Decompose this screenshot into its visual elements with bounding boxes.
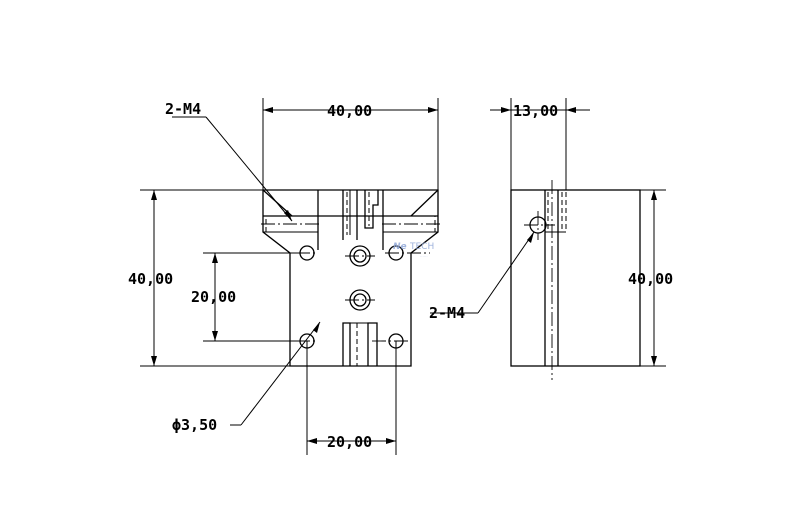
front-view-dimensions: 40,00 40,00 20,00 20,00 2-M4 ϕ3,50 [128, 98, 439, 455]
front-view [261, 189, 440, 367]
callout-thread-front: 2-M4 [165, 100, 201, 118]
watermark-tagline: ...... [420, 253, 428, 258]
dim-side-height: 40,00 [628, 270, 673, 288]
svg-text:Ne: Ne [393, 242, 407, 252]
side-view-outline [510, 189, 641, 367]
callout-thread-side: 2-M4 [429, 304, 465, 322]
front-view-outline [262, 189, 439, 367]
side-view [510, 180, 641, 380]
side-view-dimensions: 13,00 40,00 2-M4 [429, 98, 673, 367]
dim-front-height: 40,00 [128, 270, 173, 288]
dim-side-thickness: 13,00 [513, 102, 558, 120]
watermark-logo: Ne TECH ...... [393, 242, 434, 258]
dim-hole-spacing-vertical: 20,00 [191, 288, 236, 306]
dim-hole-spacing-horizontal: 20,00 [327, 433, 372, 451]
callout-hole-diameter: ϕ3,50 [172, 416, 217, 434]
watermark-brand: TECH [409, 242, 434, 252]
dim-top-width: 40,00 [327, 102, 372, 120]
